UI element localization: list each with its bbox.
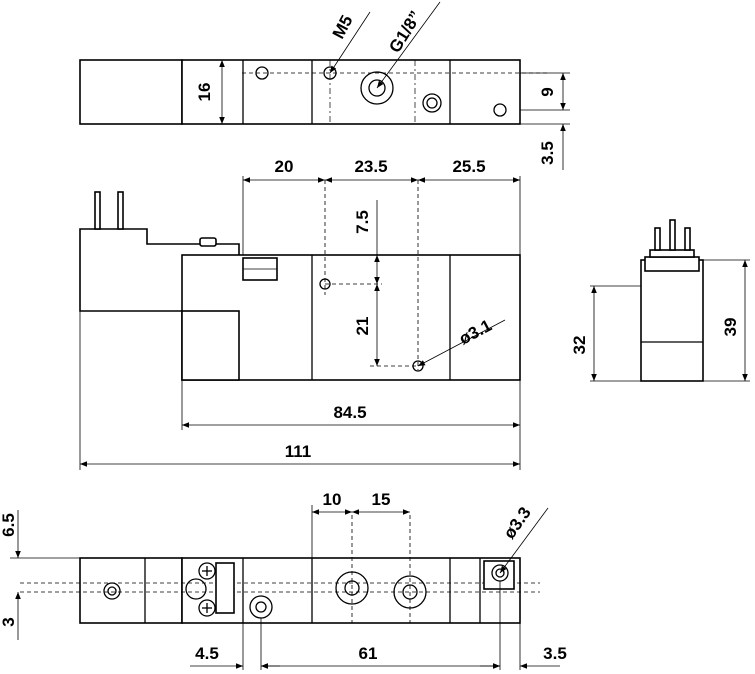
bottom-view: 10 15 ø3.3 6.5 3 4.5 61 3.5: [0, 490, 567, 670]
dim-61: 61: [359, 644, 378, 663]
side-coil-body: [640, 259, 704, 382]
dim-16: 16: [195, 83, 214, 102]
dim-39: 39: [721, 318, 740, 337]
bottom-coil-hole: [103, 582, 121, 600]
bottom-valve-body: [181, 557, 521, 624]
dim-7-5: 7.5: [353, 210, 372, 234]
top-valve-body: [181, 59, 521, 125]
connector-pin: [684, 227, 691, 251]
top-solenoid-body: [79, 59, 183, 125]
side-view: 32 39: [570, 219, 750, 382]
dim-4-5: 4.5: [195, 644, 219, 663]
dim-111: 111: [285, 442, 312, 461]
bottom-solenoid-body: [79, 557, 183, 624]
callout-g18: G1/8”: [385, 8, 425, 57]
connector-pin: [654, 227, 661, 251]
dim-25-5: 25.5: [452, 157, 485, 176]
connector-pin: [117, 191, 124, 230]
dim-10: 10: [323, 490, 342, 509]
dim-15: 15: [372, 490, 391, 509]
dim-3-5-top: 3.5: [538, 141, 557, 165]
dim-9: 9: [538, 87, 557, 96]
dim-3: 3: [0, 617, 18, 626]
dim-6-5: 6.5: [0, 513, 18, 537]
dim-3-5-bottom: 3.5: [543, 644, 567, 663]
top-view: 16 9 3.5 M5 G1/8”: [79, 1, 570, 170]
callout-m5: M5: [329, 12, 357, 42]
connector-pin: [669, 219, 676, 251]
top-port-hole: [422, 93, 442, 113]
top-port-hole: [255, 66, 269, 80]
dim-32: 32: [570, 336, 589, 355]
top-port-hole: [493, 103, 507, 117]
dim-21: 21: [353, 317, 372, 336]
clip-plate: [215, 562, 235, 614]
dim-23-5: 23.5: [354, 157, 387, 176]
dim-20: 20: [275, 157, 294, 176]
connector-pin: [94, 191, 101, 230]
front-view: 20 23.5 25.5 7.5 21 ø3.1 84.5 111: [79, 157, 521, 470]
screw-head: [198, 599, 216, 617]
callout-hole-3-3: ø3.3: [500, 504, 535, 543]
g18-port-outer: [360, 71, 394, 105]
dim-84-5: 84.5: [333, 403, 366, 422]
screw-head: [198, 562, 216, 580]
g18-port-inner: [368, 79, 386, 97]
